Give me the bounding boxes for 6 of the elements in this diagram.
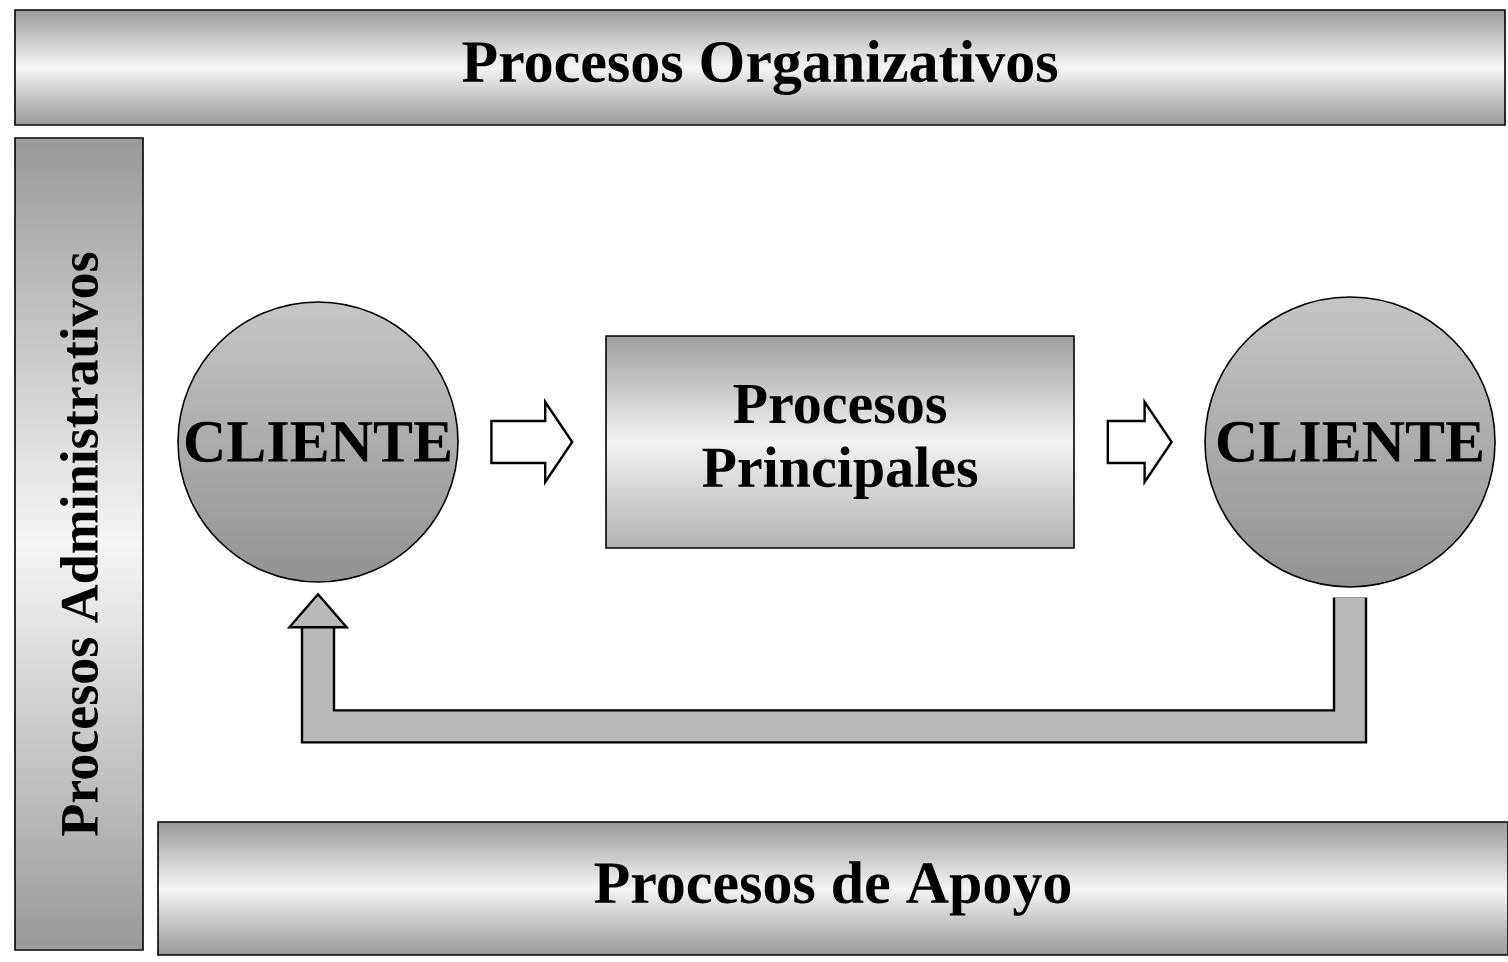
block-arrow <box>490 398 574 486</box>
process-banner: Procesos Administrativos <box>14 137 144 951</box>
process-box: Procesos Principales <box>605 335 1075 549</box>
process-banner: Procesos de Apoyo <box>157 821 1508 956</box>
process-banner: Procesos Organizativos <box>14 9 1506 126</box>
block-arrow <box>1106 398 1174 486</box>
